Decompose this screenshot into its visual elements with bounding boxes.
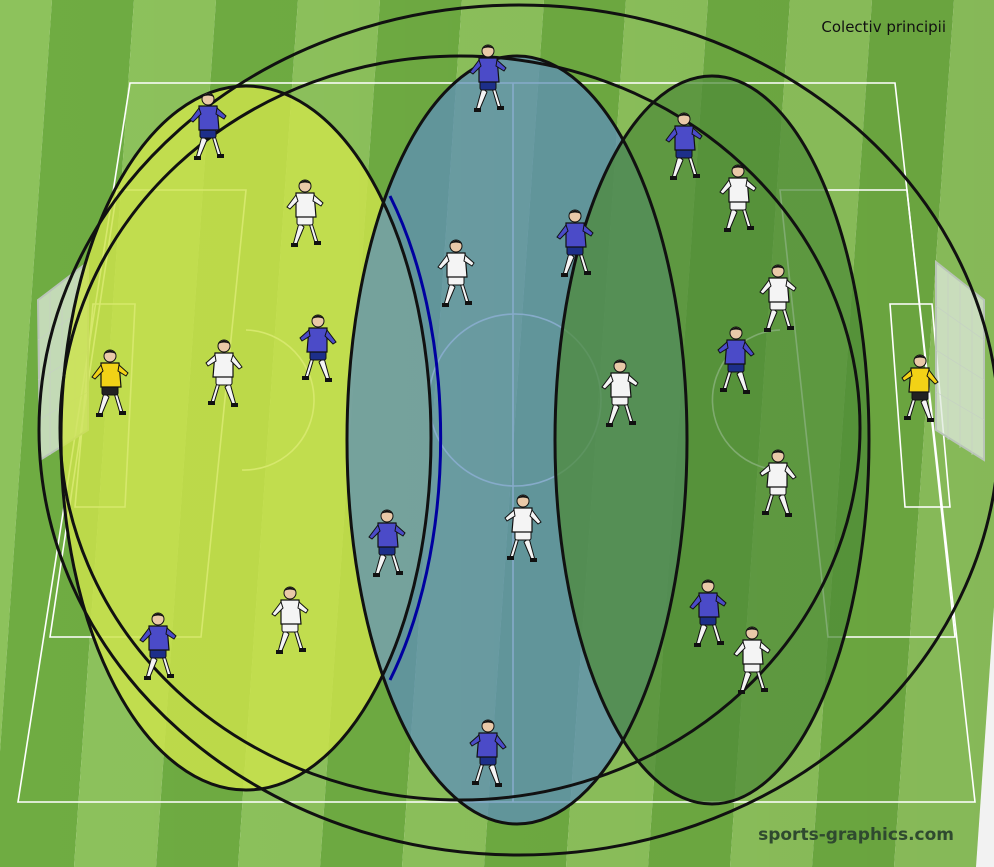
zone-center-outline — [345, 54, 689, 826]
player-white — [719, 164, 757, 232]
right-goal-area — [889, 303, 951, 508]
player-white — [504, 494, 542, 562]
player-blue — [368, 509, 406, 577]
player-white — [759, 264, 797, 332]
player-blue — [689, 579, 727, 647]
player-blue — [717, 326, 755, 394]
watermark-text: sports-graphics.com — [758, 825, 954, 845]
player-white — [205, 339, 243, 407]
player-goalkeeper — [901, 354, 939, 422]
player-blue — [665, 112, 703, 180]
outer-ring — [37, 3, 994, 857]
zone-right — [555, 76, 869, 804]
diagram-caption: Colectiv principii — [821, 18, 946, 36]
players — [91, 44, 939, 787]
player-white — [601, 359, 639, 427]
player-goalkeeper — [91, 349, 129, 417]
player-white — [271, 586, 309, 654]
player-blue — [469, 44, 507, 112]
outer-ring-inner — [58, 54, 862, 802]
player-blue — [299, 314, 337, 382]
player-blue — [189, 92, 227, 160]
player-white — [437, 239, 475, 307]
player-white — [733, 626, 771, 694]
player-blue — [556, 209, 594, 277]
right-goal — [935, 259, 985, 462]
zones — [37, 3, 994, 857]
zone-overlap-edge — [388, 195, 443, 681]
zone-left — [61, 86, 431, 790]
zone-right-outline — [553, 74, 871, 806]
player-white — [759, 449, 797, 517]
touchline-boundary — [17, 82, 976, 803]
player-blue — [469, 719, 507, 787]
player-blue — [139, 612, 177, 680]
player-white — [286, 179, 324, 247]
